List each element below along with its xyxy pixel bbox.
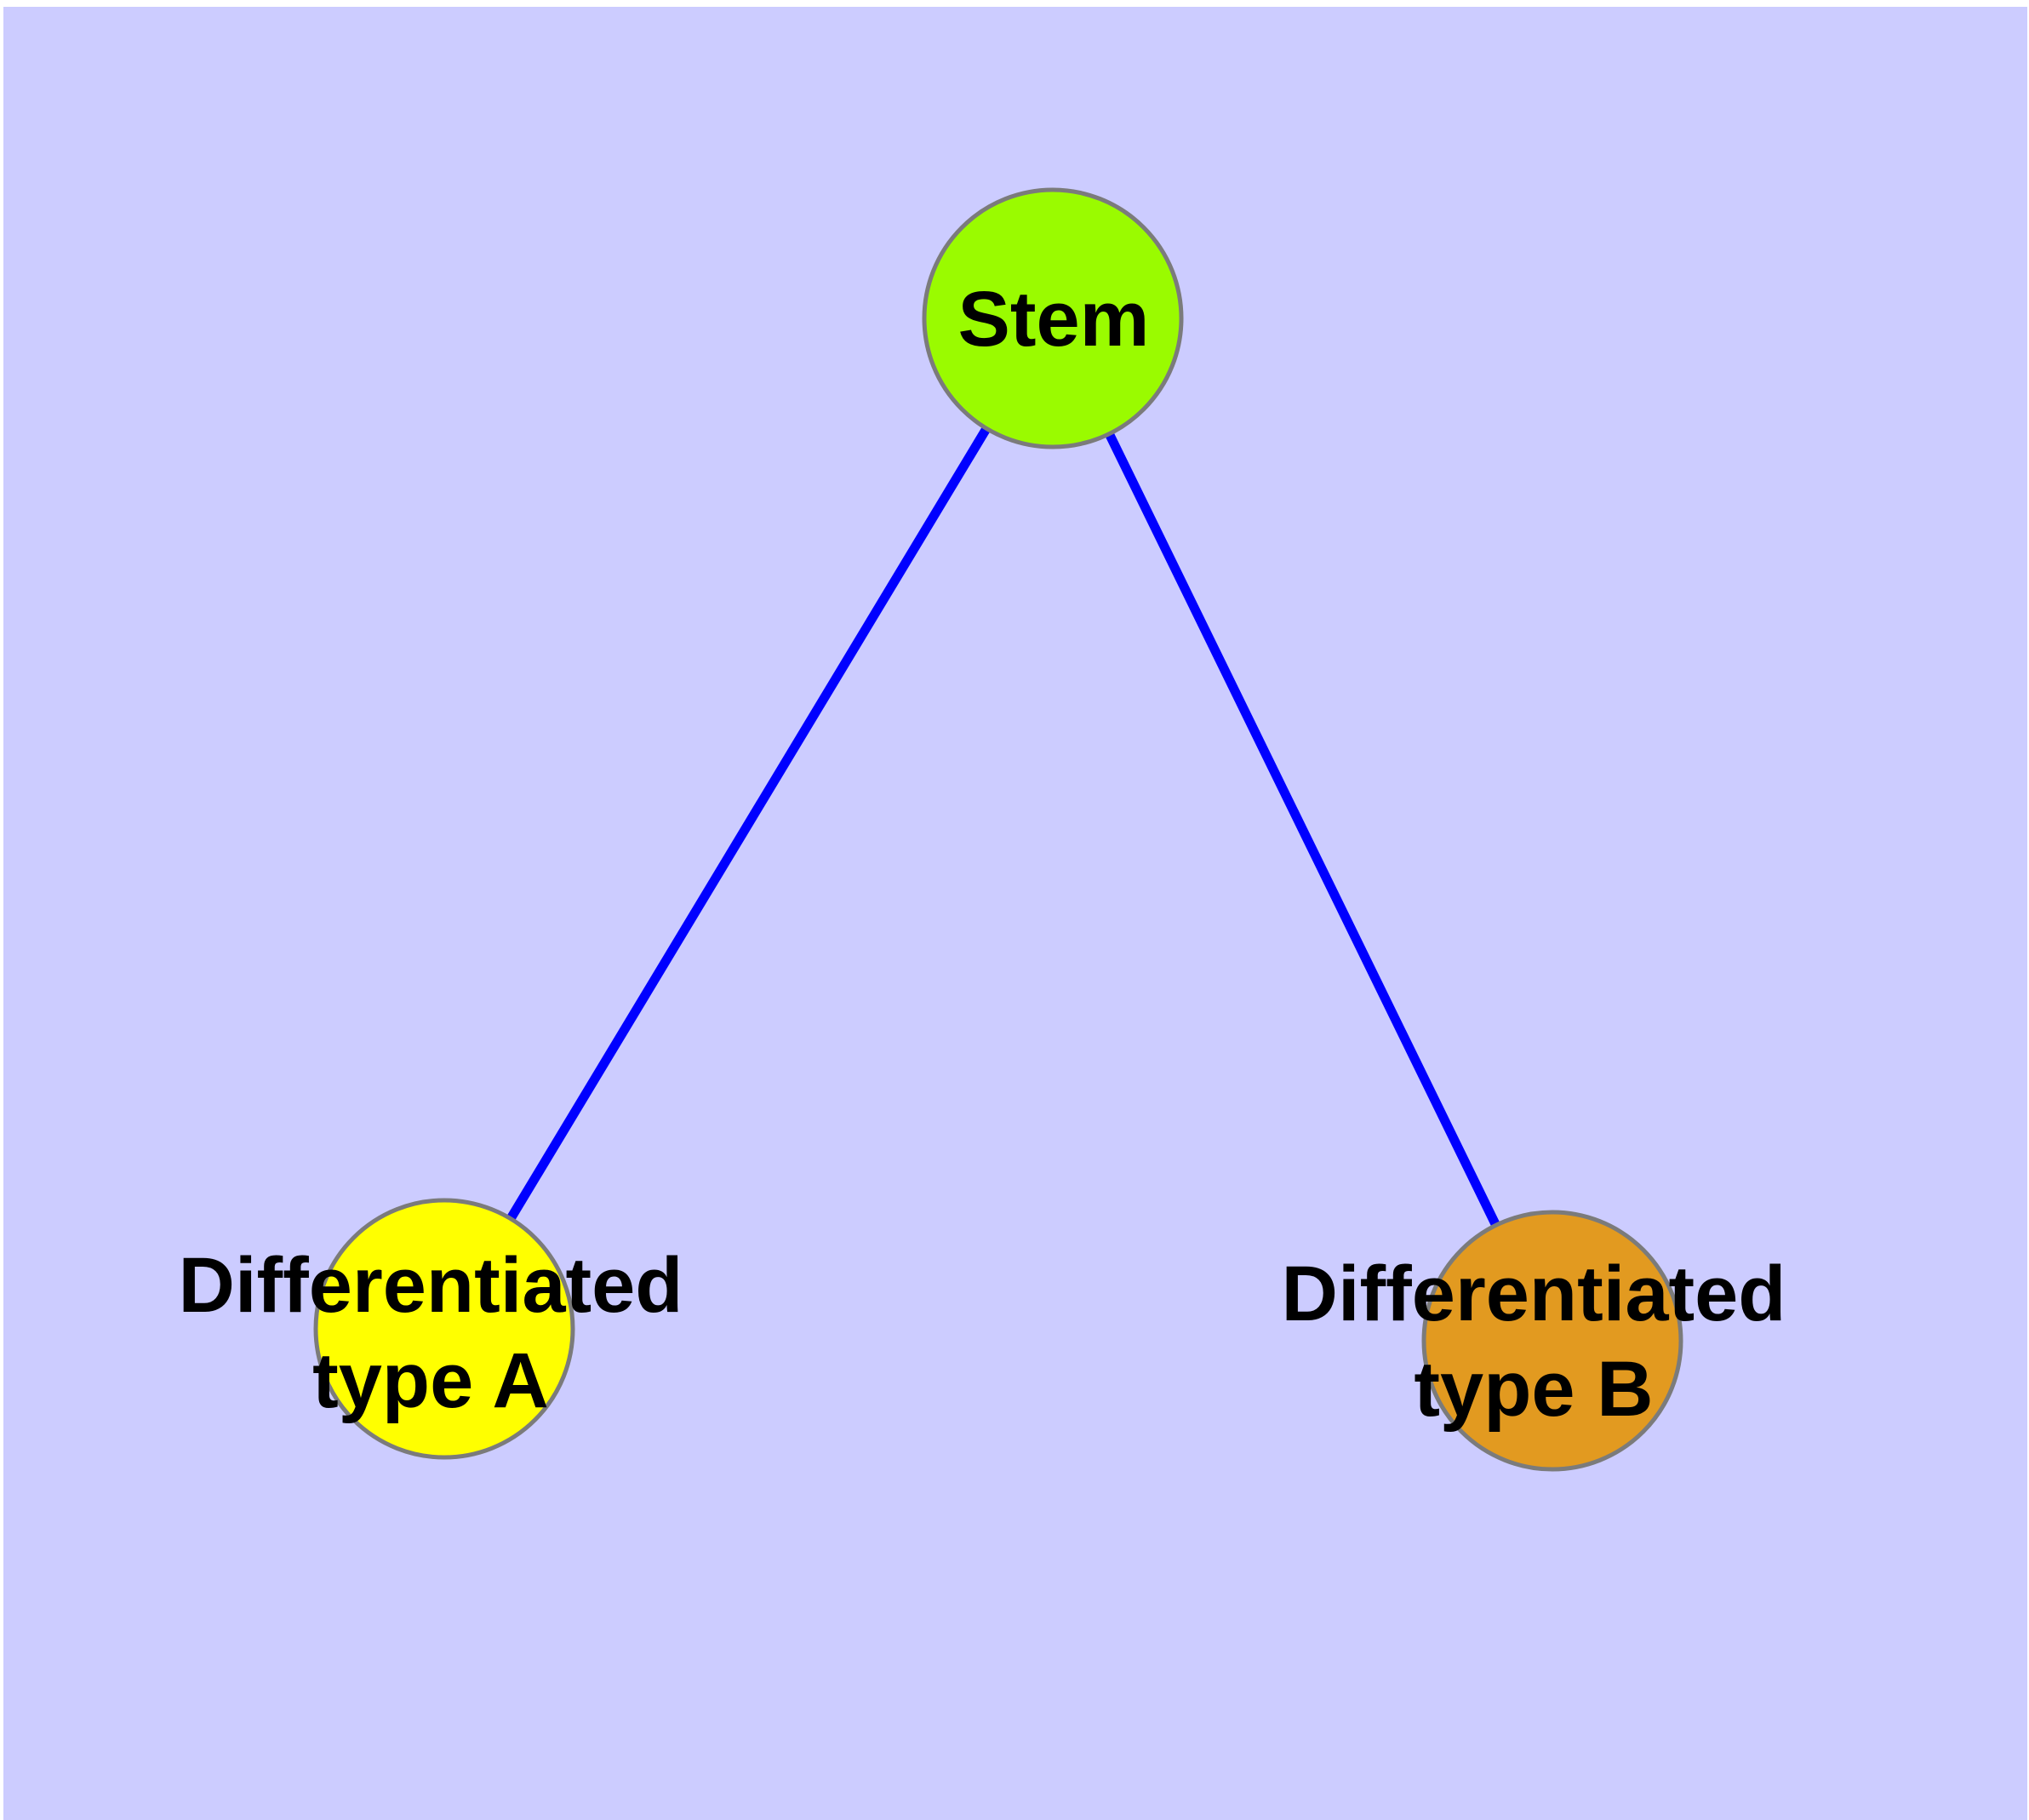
node-stem [922,187,1184,449]
node-type-a-label-line2: type A [312,1337,549,1424]
node-type-a-label: Differentiated type A [179,1238,683,1428]
node-type-b [1421,1210,1683,1472]
edge-stem-to-type-b [1049,316,1557,1343]
node-type-a [313,1198,575,1460]
node-type-b-label-line2: type B [1414,1346,1654,1433]
edge-stem-to-type-a [440,316,1057,1331]
node-type-b-label-line1: Differentiated [1281,1251,1786,1337]
node-stem-label: Stem [957,276,1150,363]
node-type-a-label-line1: Differentiated [178,1242,683,1329]
node-type-b-label: Differentiated type B [1282,1246,1786,1437]
